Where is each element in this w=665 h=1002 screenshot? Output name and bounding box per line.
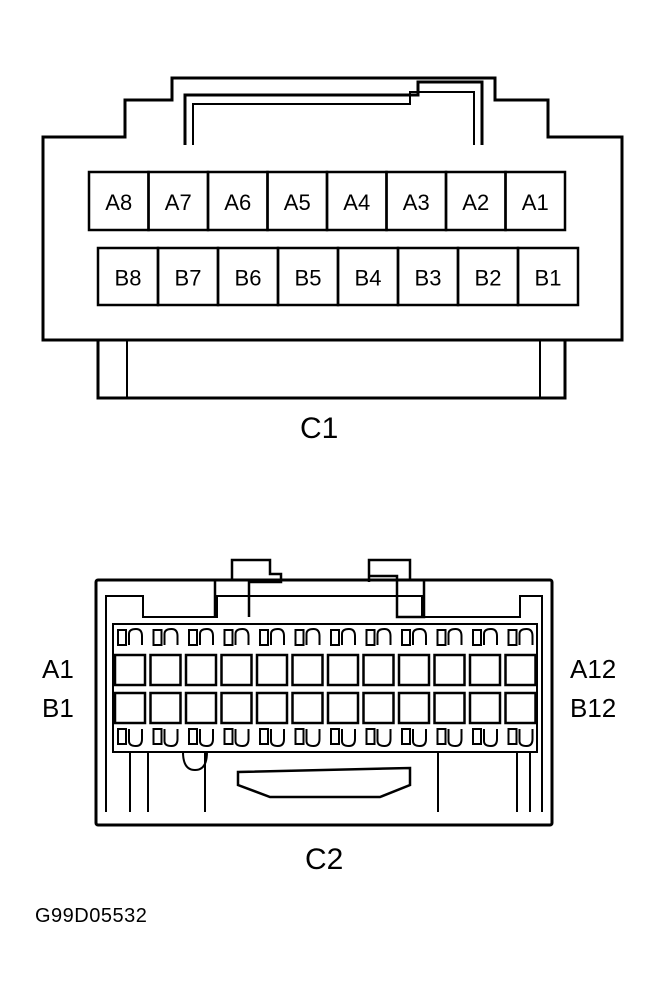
c1-row-b-pins: B8 B7 B6 B5 B4 B3 B2 B1: [96, 246, 580, 307]
c2-top-terminals: [117, 627, 534, 646]
c2-top-terminal-9: [401, 627, 427, 646]
c2-top-terminal-5: [259, 627, 285, 646]
c2-top-terminal-11: [472, 627, 498, 646]
c1-pin-b4: B4: [336, 246, 400, 307]
c1-pin-label: B7: [175, 266, 202, 291]
c1-pin-label: B8: [115, 266, 142, 291]
c1-pin-a6: A6: [206, 170, 269, 232]
connector-c2-outline: [94, 558, 554, 827]
c1-pin-label: B5: [295, 266, 322, 291]
c1-pin-label: A3: [403, 190, 430, 215]
c2-bottom-terminal-2: [152, 728, 179, 748]
c2-bottom-terminal-9: [401, 728, 427, 748]
c2-row-a-cavity-7: [326, 653, 360, 687]
c1-pin-a7: A7: [147, 170, 210, 232]
c1-pin-b2: B2: [456, 246, 520, 307]
c1-pin-a8: A8: [87, 170, 150, 232]
c2-row-a-cavity-11: [468, 653, 502, 687]
c2-row-b-cavity-8: [362, 691, 395, 725]
c1-pin-b3: B3: [396, 246, 460, 307]
c1-pin-label: A4: [343, 190, 370, 215]
c2-row-b-cavity-12: [504, 691, 537, 725]
c1-pin-a4: A4: [325, 170, 388, 232]
c2-bottom-terminal-1: [117, 728, 143, 748]
c1-pin-a3: A3: [385, 170, 448, 232]
c2-row-a-first-pin-label: A1: [42, 654, 74, 684]
c2-bottom-terminal-4: [223, 728, 250, 748]
c2-row-b-cavity-6: [291, 691, 324, 725]
c2-row-a-cavity-8: [362, 653, 395, 687]
c2-row-b-cavity-9: [397, 691, 431, 725]
c1-pin-label: B3: [415, 266, 442, 291]
c1-pin-label: A2: [462, 190, 489, 215]
c2-top-terminal-3: [188, 627, 214, 646]
c2-bottom-terminal-8: [365, 728, 392, 748]
c1-pin-b1: B1: [516, 246, 580, 307]
c2-top-terminal-7: [330, 627, 356, 646]
figure-id: G99D05532: [35, 905, 148, 927]
c1-pin-label: B6: [235, 266, 262, 291]
c1-pin-label: B2: [475, 266, 502, 291]
c2-row-a-cavity-9: [397, 653, 431, 687]
c1-pin-b7: B7: [156, 246, 220, 307]
c2-top-terminal-6: [294, 627, 321, 646]
c2-row-b-cavity-2: [149, 691, 182, 725]
c1-pin-a1: A1: [504, 170, 567, 232]
c1-pin-a5: A5: [266, 170, 329, 232]
c2-row-a-cavities: [113, 653, 537, 687]
c1-pin-label: B1: [535, 266, 562, 291]
c2-row-b-last-pin-label: B12: [570, 693, 617, 723]
c1-pin-label: B4: [355, 266, 382, 291]
c2-bottom-terminal-3: [188, 728, 214, 748]
c2-bottom-terminal-5: [259, 728, 285, 748]
c2-row-b-cavities: [113, 691, 537, 725]
c2-bottom-terminal-10: [436, 728, 463, 748]
c2-bottom-terminal-7: [330, 728, 356, 748]
c1-pin-b6: B6: [216, 246, 280, 307]
c2-bottom-terminals: [117, 728, 534, 748]
c2-row-a-cavity-4: [220, 653, 253, 687]
c2-row-a-cavity-6: [291, 653, 324, 687]
c2-top-terminal-10: [436, 627, 463, 646]
c2-row-a-cavity-10: [433, 653, 466, 687]
c1-pin-label: A6: [224, 190, 251, 215]
c2-row-a-last-pin-label: A12: [570, 654, 617, 684]
connector-c1-outline: [41, 76, 624, 400]
c2-row-a-cavity-5: [255, 653, 289, 687]
c1-pin-label: A1: [522, 190, 549, 215]
c2-row-b-cavity-1: [113, 691, 147, 725]
c2-row-b-first-pin-label: B1: [42, 693, 74, 723]
c2-connector-label: C2: [305, 843, 344, 876]
c2-row-b-cavity-5: [255, 691, 289, 725]
c2-row-b-cavity-11: [468, 691, 502, 725]
c2-top-terminal-1: [117, 627, 143, 646]
c2-row-a-cavity-3: [184, 653, 218, 687]
c2-row-b-cavity-10: [433, 691, 466, 725]
c2-row-b-cavity-4: [220, 691, 253, 725]
c1-pin-label: A7: [165, 190, 192, 215]
c2-row-a-cavity-12: [504, 653, 537, 687]
c1-pin-a2: A2: [444, 170, 507, 232]
c2-top-terminal-2: [152, 627, 179, 646]
c2-top-terminal-8: [365, 627, 392, 646]
c1-pin-b8: B8: [96, 246, 160, 307]
c2-row-b-cavity-3: [184, 691, 218, 725]
c2-row-b-cavity-7: [326, 691, 360, 725]
c2-bottom-terminal-12: [507, 728, 534, 748]
c1-pin-b5: B5: [276, 246, 340, 307]
c2-top-terminal-12: [507, 627, 534, 646]
c1-pin-label: A8: [105, 190, 132, 215]
c2-top-terminal-4: [223, 627, 250, 646]
c1-row-a-pins: A8 A7 A6 A5 A4 A3 A2 A1: [87, 170, 567, 232]
c2-row-a-cavity-1: [113, 653, 147, 687]
c2-bottom-terminal-11: [472, 728, 498, 748]
c1-pin-label: A5: [284, 190, 311, 215]
c1-connector-label: C1: [300, 412, 339, 445]
c2-bottom-terminal-6: [294, 728, 321, 748]
c2-row-a-cavity-2: [149, 653, 182, 687]
